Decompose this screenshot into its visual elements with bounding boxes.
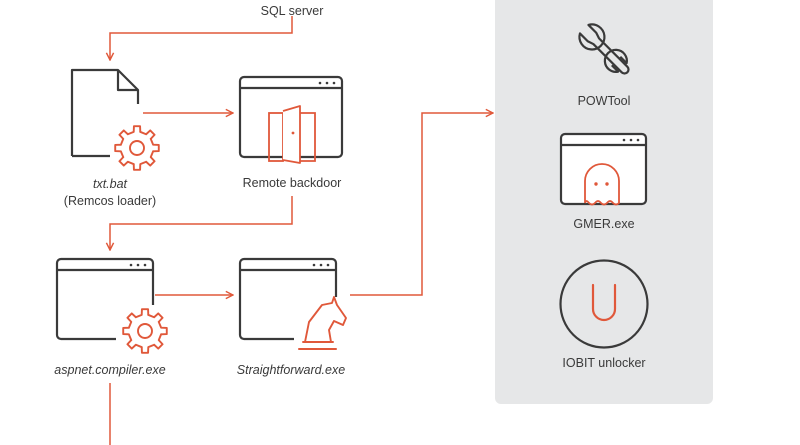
window-with-ghost-icon (559, 132, 648, 206)
iobit-unlocker-name: IOBIT unlocker (562, 356, 646, 370)
connector-straightforward-to-tools (350, 113, 493, 296)
window-with-gear-icon (55, 257, 170, 359)
window-with-door-icon (238, 75, 344, 164)
unlock-circle-icon (559, 259, 649, 349)
txt-bat-name: txt.bat (92, 177, 128, 191)
file-with-gear-icon (70, 68, 160, 171)
straightforward-name: Straightforward.exe (236, 363, 346, 377)
connector-sql-to-txt (110, 16, 293, 60)
powtool-name: POWTool (577, 94, 631, 108)
remote-backdoor-name: Remote backdoor (242, 176, 342, 190)
sql-server-label: SQL server (260, 4, 324, 18)
window-with-chess-knight-icon (238, 257, 350, 357)
aspnet-compiler-name: aspnet.compiler.exe (54, 363, 166, 377)
txt-bat-sub: (Remcos loader) (63, 194, 157, 208)
gmer-name: GMER.exe (573, 217, 635, 231)
connector-backdoor-to-aspnet (110, 196, 293, 250)
wrench-icon (578, 23, 630, 75)
